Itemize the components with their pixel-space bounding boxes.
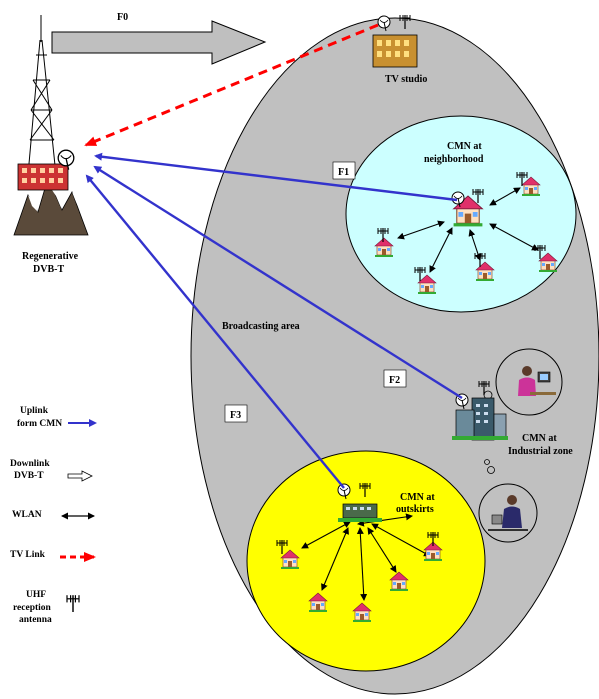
office-worker-icon (518, 366, 556, 396)
uplink-f1-arrow (94, 152, 458, 202)
cmn-industrial-label-line1: CMN at (522, 433, 557, 444)
downlink-f0-arrow (51, 20, 267, 65)
cmn-neighborhood-label-line1: CMN at (447, 141, 482, 152)
svg-text:F3: F3 (230, 410, 241, 421)
tv-link-arrow (84, 23, 379, 147)
regenerative-label-line2: DVB-T (33, 264, 64, 275)
industrial-building-icon (452, 397, 508, 441)
legend-downlink-line2: DVB-T (14, 471, 44, 481)
legend-uhf-line3: antenna (19, 615, 52, 625)
legend-uhf-antenna-icon (66, 594, 80, 613)
transmission-tower-icon (27, 15, 57, 176)
f1-label-box: F1 (332, 161, 356, 180)
cmn-industrial-label-line2: Industrial zone (508, 446, 573, 457)
legend-uhf-line1: UHF (26, 590, 46, 600)
legend-uhf-line2: reception (13, 603, 52, 613)
uplink-f2-arrow (93, 165, 463, 400)
f0-label: F0 (117, 12, 128, 23)
legend-uplink-line2: form CMN (17, 419, 62, 429)
tv-studio-building-icon (372, 34, 418, 68)
legend-downlink-line1: Downlink (10, 459, 50, 469)
legend-wlan-label: WLAN (12, 510, 42, 520)
f2-label-box: F2 (383, 369, 407, 388)
wlan-links-outskirts (301, 513, 431, 601)
svg-text:F1: F1 (338, 167, 349, 178)
uplink-f3-arrow (85, 174, 345, 489)
cmn-outskirts-label-line1: CMN at (400, 492, 435, 503)
f3-label-box: F3 (224, 404, 248, 423)
legend-tv-link-label: TV Link (10, 550, 46, 560)
tv-studio-label: TV studio (385, 74, 427, 85)
regenerative-label-line1: Regenerative (22, 251, 79, 262)
cmn-outskirts-label-line2: outskirts (396, 504, 434, 515)
industrial-small-bubble-3 (487, 466, 495, 474)
legend: Uplink form CMN Downlink DVB-T WLAN TV L… (10, 406, 97, 625)
industrial-small-bubble-4 (484, 459, 490, 465)
regenerative-station-building-icon (17, 163, 69, 191)
outskirts-hub-building-icon (338, 503, 382, 522)
technician-icon (488, 495, 528, 531)
legend-downlink-arrow (67, 470, 93, 482)
legend-uplink-line1: Uplink (20, 406, 49, 416)
svg-text:F2: F2 (389, 375, 400, 386)
broadcasting-area-label: Broadcasting area (222, 321, 300, 332)
cmn-neighborhood-label-line2: neighborhood (424, 154, 484, 165)
